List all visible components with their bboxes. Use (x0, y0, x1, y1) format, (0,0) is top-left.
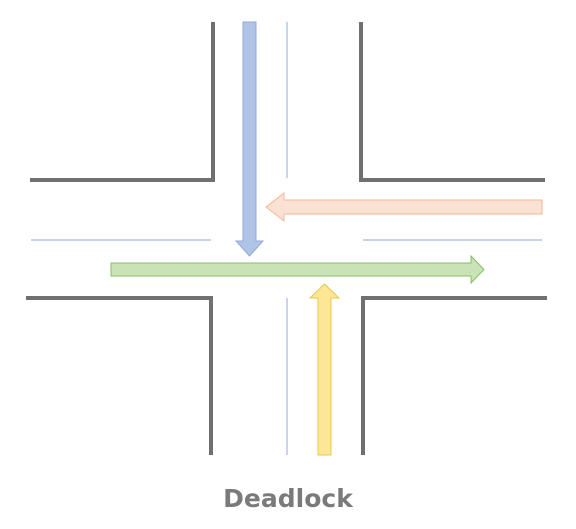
road-edge-bottom-right (361, 296, 547, 455)
road-edge-bottom-left (26, 296, 213, 455)
diagram-caption: Deadlock (223, 484, 353, 513)
westbound-arrow (265, 191, 543, 223)
southbound-arrow (234, 21, 265, 257)
road-edge-top-left (30, 22, 215, 182)
eastbound-arrow (110, 254, 485, 285)
road-edges (26, 22, 547, 455)
northbound-arrow (308, 283, 341, 456)
lane-lines (31, 22, 542, 455)
road-edge-top-right (359, 22, 545, 182)
